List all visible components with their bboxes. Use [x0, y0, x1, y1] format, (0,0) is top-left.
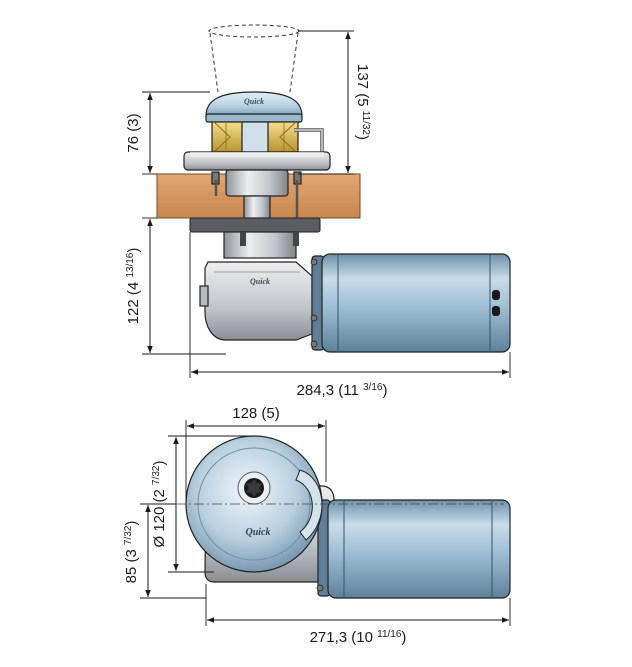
gearbox-logo: Quick: [250, 277, 270, 286]
windlass-cap: Quick: [205, 91, 303, 123]
dim-284-label: 284,3 (11 3/16): [297, 382, 388, 399]
plan-motor: [316, 499, 511, 599]
motor: [310, 253, 511, 353]
dim-85-main: 85 (3: [123, 545, 140, 583]
cap-logo: Quick: [244, 97, 264, 106]
dim-284-frac: 3/16: [363, 382, 383, 393]
dim-122-main: 122 (4: [125, 278, 142, 325]
dim-120-close: ): [151, 460, 168, 465]
gypsy-wheel: [211, 121, 299, 153]
drum-logo: Quick: [246, 527, 271, 538]
upper-housing: [211, 169, 302, 219]
dim-271-label: 271,3 (10 11/16): [310, 629, 407, 646]
dim-85-close: ): [123, 521, 140, 526]
under-deck-plate: [189, 217, 321, 233]
gearbox: Quick: [199, 261, 313, 341]
dim-137-close: ): [354, 135, 371, 140]
plan-drum: Quick: [176, 435, 504, 573]
dim-128-label: 128 (5): [232, 405, 280, 422]
dim-271-main: 271,3 (10: [310, 629, 378, 646]
plan-view-dimensions: 128 (5) Ø 120 (2 7/32) 85 (3 7/32) 271,3…: [123, 405, 511, 646]
side-view-dimensions: 137 (5 11/32) 76 (3) 122 (4 13/16) 284,3…: [125, 30, 511, 399]
gearbox-neck: [223, 231, 297, 259]
dim-284-close: ): [382, 382, 387, 399]
dim-85-frac: 7/32: [123, 525, 134, 545]
dim-137-label: 137 (5 11/32): [354, 64, 371, 140]
side-view: Quick: [156, 24, 511, 353]
dim-137-frac: 11/32: [360, 111, 371, 136]
dim-284-main: 284,3 (11: [297, 382, 363, 399]
dim-137-main: 137 (5: [354, 64, 371, 111]
dim-122-frac: 13/16: [125, 252, 136, 277]
dim-76-label: 76 (3): [125, 113, 142, 152]
dim-271-frac: 11/16: [377, 629, 402, 640]
dim-85-label: 85 (3 7/32): [123, 521, 140, 584]
dim-271-close: ): [401, 629, 406, 646]
dim-120-main: Ø 120 (2: [151, 485, 168, 548]
dim-120-label: Ø 120 (2 7/32): [151, 460, 168, 547]
dim-122-close: ): [125, 248, 142, 253]
dashed-drum-outline: [208, 24, 300, 93]
dim-120-frac: 7/32: [151, 465, 162, 485]
top-flange: [183, 151, 331, 171]
dim-122-label: 122 (4 13/16): [125, 248, 142, 325]
plan-view: Quick: [176, 435, 511, 599]
